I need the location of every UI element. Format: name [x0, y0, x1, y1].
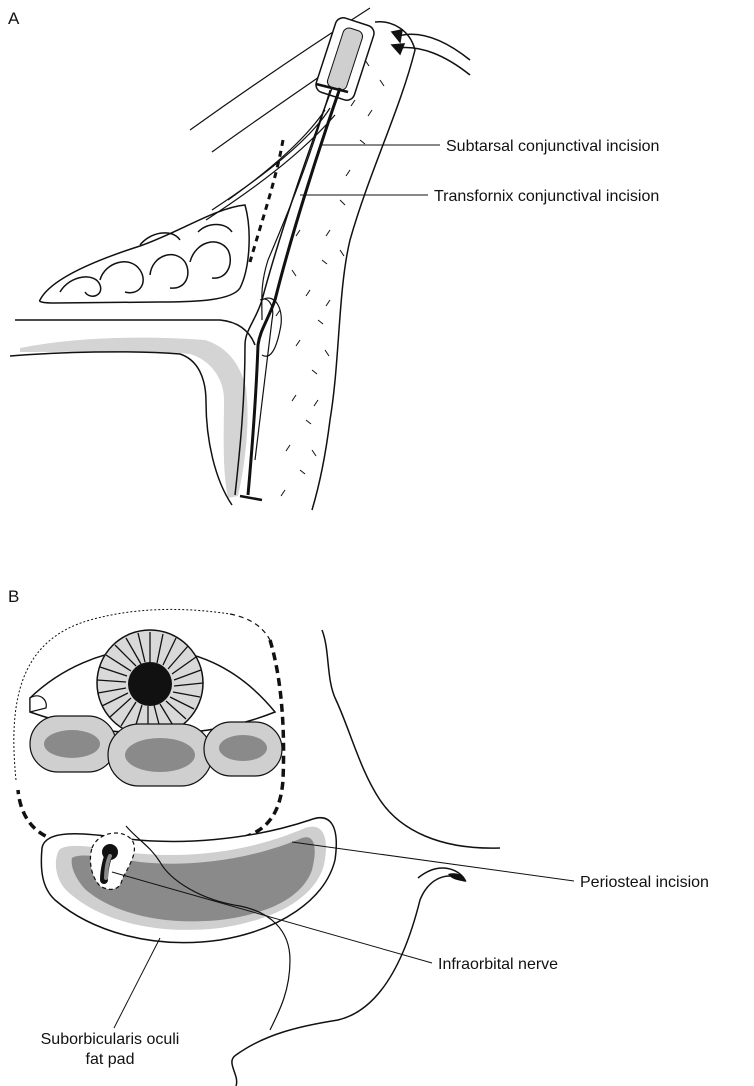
label-periosteal-incision: Periosteal incision	[580, 874, 709, 891]
orbital-fat-pads	[30, 716, 282, 786]
panel-b: B	[8, 587, 709, 1086]
orbital-floor-lower-outline	[10, 352, 232, 505]
stippled-tissue	[276, 60, 384, 496]
face-contour-upper	[322, 630, 500, 848]
orbital-fat-lobules	[60, 225, 232, 297]
orbital-fat-outline	[40, 205, 250, 303]
eyelashes	[392, 30, 470, 75]
panel-a: A	[8, 8, 659, 510]
label-soof-line1: Suborbicularis oculi	[41, 1031, 180, 1048]
conjunctiva-outer	[235, 88, 332, 495]
orbital-rim-bone	[20, 338, 248, 498]
lid-inner-outline	[262, 90, 330, 320]
panel-a-letter: A	[8, 9, 20, 28]
panel-b-letter: B	[8, 587, 19, 606]
nasal-ala-mark	[448, 873, 466, 882]
label-transfornix-conjunctival-incision: Transfornix conjunctival incision	[434, 188, 659, 205]
orbit-outline-dashed	[230, 614, 270, 640]
label-soof-line2: fat pad	[86, 1051, 135, 1068]
soof-leader	[114, 938, 160, 1028]
label-infraorbital-nerve: Infraorbital nerve	[438, 956, 558, 973]
transfornix-incision-bar	[240, 496, 262, 500]
pupil	[128, 662, 172, 706]
label-subtarsal-conjunctival-incision: Subtarsal conjunctival incision	[446, 138, 659, 155]
